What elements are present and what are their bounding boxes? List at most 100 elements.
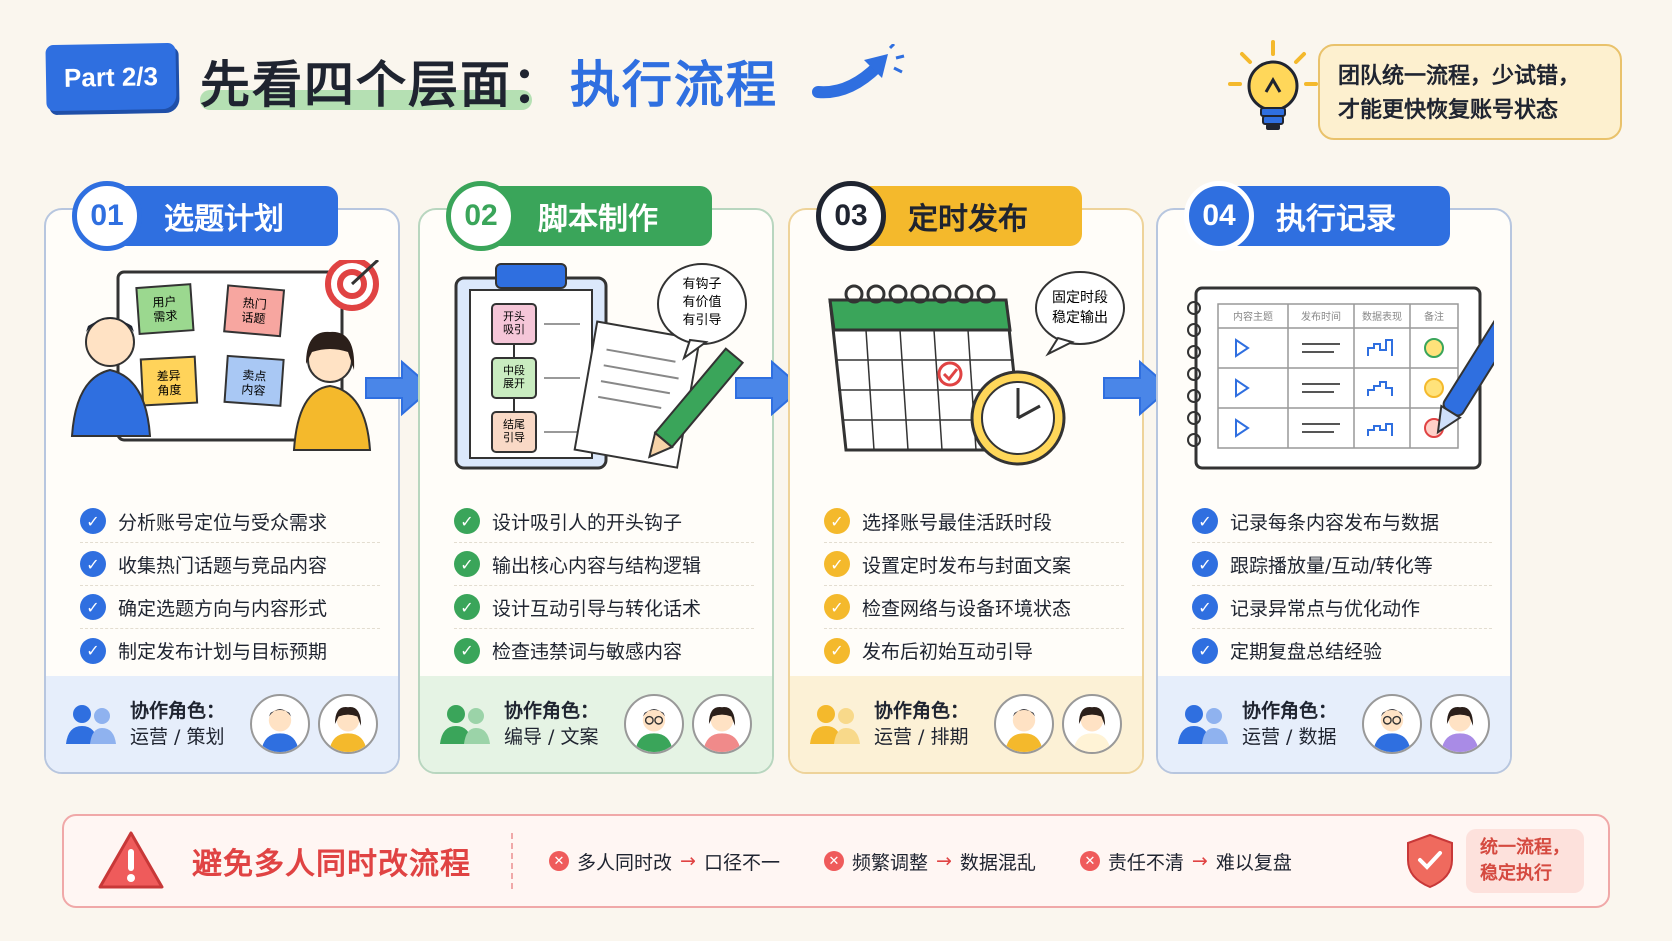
- item-text: 制定发布计划与目标预期: [118, 641, 328, 663]
- list-item: ✓记录异常点与优化动作: [1192, 586, 1492, 629]
- tip-line-2: 才能更快恢复账号状态: [1338, 98, 1559, 123]
- note-label: 卖点内容: [241, 368, 267, 398]
- list-item: ✓分析账号定位与受众需求: [80, 500, 380, 543]
- avatar: [624, 694, 684, 754]
- summary-line-1: 统一流程，: [1480, 837, 1570, 858]
- role-value: 运营 / 数据: [1242, 726, 1337, 748]
- issue-item: ✕ 多人同时改 → 口径不一: [549, 848, 780, 875]
- step-checklist: ✓选择账号最佳活跃时段 ✓设置定时发布与封面文案 ✓检查网络与设备环境状态 ✓发…: [824, 500, 1124, 672]
- step-checklist: ✓记录每条内容发布与数据 ✓跟踪播放量/互动/转化等 ✓记录异常点与优化动作 ✓…: [1192, 500, 1492, 672]
- item-text: 设置定时发布与封面文案: [862, 554, 1072, 577]
- team-icon: [810, 705, 860, 744]
- list-item: ✓设置定时发布与封面文案: [824, 543, 1124, 586]
- check-icon: ✓: [1192, 594, 1218, 620]
- step-card-publish: 03 定时发布 固定时段 稳定输出 ✓选择账号最佳活跃时段 ✓设置定时发布与封面…: [788, 181, 1144, 774]
- curved-arrow-icon: [812, 44, 905, 99]
- step-card-record: 04 执行记录 内容主题 发布时间 数据表现 备注: [1156, 181, 1512, 774]
- note-label: 热门话题: [241, 295, 267, 326]
- list-item: ✓检查网络与设备环境状态: [824, 586, 1124, 629]
- check-icon: ✓: [1192, 508, 1218, 534]
- item-text: 检查违禁词与敏感内容: [492, 641, 683, 663]
- note-label: 差异角度: [156, 368, 181, 398]
- flow-arrow-icon: [1103, 359, 1172, 417]
- item-text: 发布后初始互动引导: [862, 641, 1034, 663]
- role-value: 运营 / 策划: [130, 726, 225, 748]
- sticky-note: 差异角度: [139, 355, 199, 407]
- item-text: 选择账号最佳活跃时段: [862, 511, 1053, 534]
- step-title: 选题计划: [164, 202, 284, 237]
- check-icon: ✓: [1192, 551, 1218, 577]
- table-header: 内容主题: [1233, 310, 1273, 323]
- item-text: 定期复盘总结经验: [1230, 641, 1383, 663]
- role-label: 协作角色：: [874, 700, 970, 722]
- issue-cause: 责任不清: [1107, 851, 1184, 874]
- step-number: 04: [1184, 181, 1254, 251]
- role-bar: 协作角色： 运营 / 数据: [1158, 676, 1510, 772]
- sticky-note: 热门话题: [223, 284, 286, 338]
- step-tab: 01 选题计划: [72, 181, 338, 251]
- role-text: 协作角色： 运营 / 策划: [130, 698, 225, 750]
- bubble-text: 有钩子: [682, 277, 721, 292]
- summary-line-2: 稳定执行: [1480, 863, 1552, 884]
- avatar: [1362, 694, 1422, 754]
- issue-item: ✕ 责任不清 → 难以复盘: [1079, 848, 1292, 875]
- table-header: 数据表现: [1362, 310, 1402, 323]
- avatar-group: [624, 694, 752, 754]
- avatar: [250, 694, 310, 754]
- issue-effect: 口径不一: [703, 851, 780, 874]
- list-item: ✓ 检查违禁词与敏感内容: [454, 629, 754, 672]
- step-tab: 04 执行记录: [1184, 181, 1450, 251]
- title-main: 先看四个层面：: [200, 56, 564, 114]
- avatar: [994, 694, 1054, 754]
- role-label: 协作角色：: [1242, 700, 1338, 722]
- x-icon: ✕: [1079, 851, 1100, 871]
- item-text: 设计吸引人的开头钩子: [492, 511, 683, 534]
- note-label: 用户需求: [152, 293, 178, 324]
- list-item: ✓设计互动引导与转化话术: [454, 586, 754, 629]
- issue-effect: 数据混乱: [959, 851, 1036, 874]
- check-icon: ✓: [1192, 637, 1218, 664]
- list-item: ✓确定选题方向与内容形式: [80, 586, 380, 629]
- pen-icon: [1436, 314, 1494, 435]
- role-text: 协作角色： 运营 / 排期: [874, 698, 969, 750]
- issue-cause: 多人同时改: [577, 851, 673, 874]
- table-header: 发布时间: [1301, 310, 1341, 323]
- summary-badge: 统一流程， 稳定执行: [1404, 829, 1584, 893]
- tip-box: 团队统一流程，少试错， 才能更快恢复账号状态: [1318, 44, 1622, 140]
- role-bar: 协作角色： 编导 / 文案: [420, 676, 772, 772]
- divider: [511, 833, 513, 889]
- tip-line-1: 团队统一流程，少试错，: [1338, 64, 1581, 89]
- check-icon: ✓: [454, 637, 480, 664]
- avatar-group: [994, 694, 1122, 754]
- role-text: 协作角色： 编导 / 文案: [504, 698, 599, 750]
- warning-icon: [98, 831, 164, 889]
- item-text: 设计互动引导与转化话术: [492, 597, 702, 620]
- role-label: 协作角色：: [504, 700, 600, 722]
- list-item: ✓收集热门话题与竞品内容: [80, 543, 380, 586]
- role-bar: 协作角色： 运营 / 策划: [46, 676, 398, 772]
- avatar: [318, 694, 378, 754]
- step-title: 执行记录: [1276, 202, 1396, 237]
- calendar-clock-illustration: 固定时段 稳定输出: [828, 271, 1125, 466]
- warning-banner: 避免多人同时改流程 ✕ 多人同时改 → 口径不一 ✕ 频繁调整 → 数据混乱 ✕…: [62, 814, 1610, 908]
- step-card-script: 02 脚本制作 开头吸引 中段展开 结尾引导 有钩子 有价值 有: [418, 181, 774, 774]
- flow-arrow-icon: [735, 359, 804, 417]
- list-item: ✓输出核心内容与结构逻辑: [454, 543, 754, 586]
- check-icon: ✓: [824, 637, 850, 664]
- list-item: ✓ 定期复盘总结经验: [1192, 629, 1492, 672]
- bubble-text: 固定时段: [1052, 290, 1108, 306]
- check-icon: ✓: [824, 508, 850, 534]
- check-icon: ✓: [824, 594, 850, 620]
- role-value: 编导 / 文案: [504, 726, 599, 748]
- issue-effect: 难以复盘: [1215, 851, 1292, 874]
- check-icon: ✓: [454, 508, 480, 534]
- sticky-note: 用户需求: [135, 283, 195, 335]
- item-text: 记录每条内容发布与数据: [1230, 511, 1440, 534]
- list-item: ✓ 记录每条内容发布与数据: [1192, 500, 1492, 543]
- item-text: 分析账号定位与受众需求: [118, 511, 328, 534]
- role-label: 协作角色：: [130, 700, 226, 722]
- check-icon: ✓: [454, 551, 480, 577]
- avatar: [1062, 694, 1122, 754]
- team-icon: [66, 705, 116, 744]
- title-accent: 执行流程: [570, 56, 778, 114]
